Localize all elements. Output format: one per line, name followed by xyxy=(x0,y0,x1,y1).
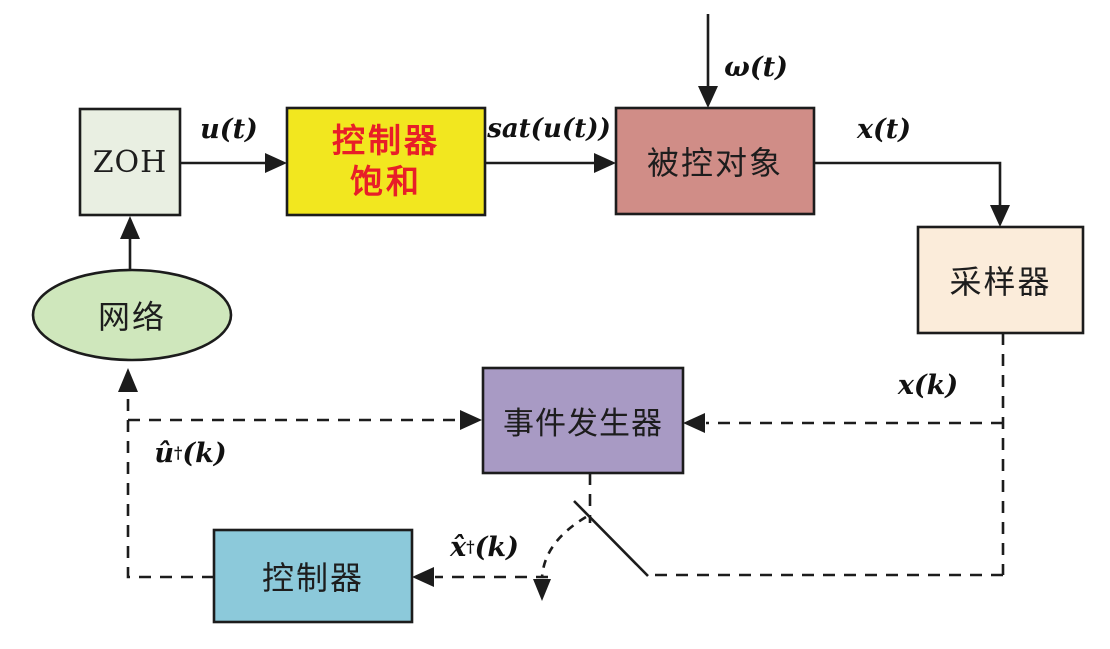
saturation-box xyxy=(285,106,487,217)
controller-saturation-label: 控制器 饱和 xyxy=(332,121,440,201)
signal-label-u-hat-dagger-k: û†(k) xyxy=(154,437,227,469)
signal-label-sat-u-t: sat(u(t)) xyxy=(487,114,611,144)
signal-label-x-t: x(t) xyxy=(856,113,912,145)
arrow-saturation-to-plant xyxy=(485,153,616,173)
u-hat-base: û xyxy=(154,437,174,469)
signal-label-u-t: u(t) xyxy=(200,113,258,145)
network-label: 网络 xyxy=(97,298,166,336)
plant-label: 被控对象 xyxy=(646,144,783,182)
sampler-label: 采样器 xyxy=(949,263,1052,301)
switch-blade xyxy=(573,500,649,577)
sampler-box xyxy=(916,225,1085,335)
dashed-arrow-controller-to-event-generator xyxy=(128,410,482,430)
dashed-line-controller-to-network xyxy=(118,368,214,579)
signal-label-x-k: x(k) xyxy=(897,369,959,401)
network-ellipse xyxy=(31,268,233,362)
signal-label-x-hat-dagger-k: x̂†(k) xyxy=(450,531,519,563)
controller-label: 控制器 xyxy=(261,559,364,597)
event-generator-label: 事件发生器 xyxy=(503,406,663,442)
arrow-network-to-zoh xyxy=(120,216,140,270)
x-hat-base: x̂ xyxy=(450,531,467,563)
signal-label-omega-t: ω(t) xyxy=(724,51,788,83)
event-generator-box xyxy=(481,366,685,475)
zoh-box xyxy=(78,107,182,217)
dashed-arrow-switch-to-controller xyxy=(412,567,548,587)
arrow-zoh-to-saturation xyxy=(180,153,287,173)
x-hat-rest: (k) xyxy=(474,531,519,563)
dashed-arrow-sampler-to-event-generator xyxy=(683,413,1003,433)
zoh-label: ZOH xyxy=(92,144,168,180)
arrow-disturbance-into-plant xyxy=(698,14,718,108)
arrow-plant-to-sampler xyxy=(814,161,1010,227)
u-hat-rest: (k) xyxy=(182,437,227,469)
plant-box xyxy=(614,106,816,216)
switch-closing-arc-arrow xyxy=(533,515,587,601)
